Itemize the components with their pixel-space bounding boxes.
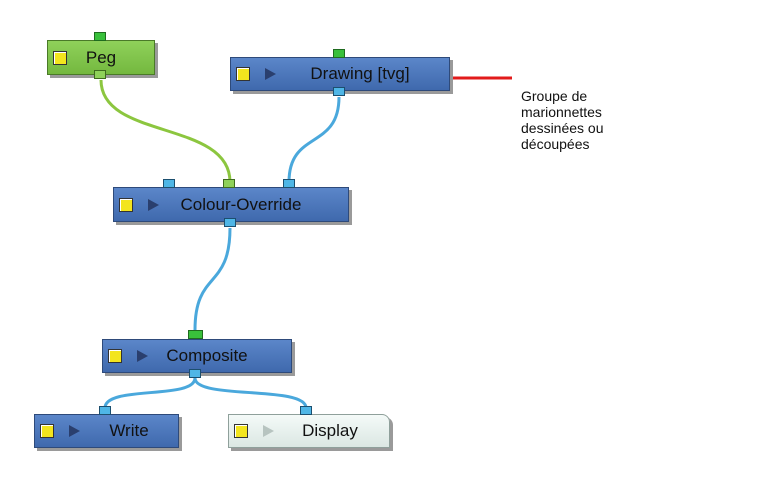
annotation-text: Groupe de marionnettes dessinées ou déco… <box>521 88 671 152</box>
play-arrow-icon[interactable] <box>265 68 276 80</box>
enable-toggle-icon[interactable] <box>40 424 54 438</box>
write-node-label: Write <box>109 421 149 440</box>
annotation-line: marionnettes <box>521 104 602 120</box>
composite-node-label: Composite <box>166 346 248 365</box>
drawing-node-label: Drawing [tvg] <box>310 64 410 83</box>
drawing-node[interactable]: Drawing [tvg] <box>230 57 450 91</box>
enable-toggle-icon[interactable] <box>53 50 67 65</box>
colour-override-node[interactable]: Colour-Override <box>113 187 349 222</box>
cable-composite-to-write[interactable] <box>103 377 197 409</box>
enable-toggle-icon[interactable] <box>236 67 250 81</box>
cable-peg-to-colour-override[interactable] <box>99 79 232 183</box>
drawing-input-port[interactable] <box>333 49 345 58</box>
colour-override-input-port-1[interactable] <box>163 179 175 188</box>
colour-override-input-port-3[interactable] <box>283 179 295 188</box>
composite-output-port[interactable] <box>189 369 201 378</box>
play-arrow-icon[interactable] <box>263 425 274 437</box>
composite-input-port[interactable] <box>188 330 203 339</box>
cable-drawing-to-colour-override[interactable] <box>287 96 341 183</box>
drawing-output-port[interactable] <box>333 87 345 96</box>
peg-output-port[interactable] <box>94 70 106 79</box>
peg-node-label: Peg <box>85 47 117 67</box>
write-node[interactable]: Write <box>34 414 179 448</box>
cable-composite-to-display[interactable] <box>193 377 308 409</box>
colour-override-node-label: Colour-Override <box>180 194 302 214</box>
peg-node[interactable]: Peg <box>47 40 155 75</box>
play-arrow-icon[interactable] <box>137 350 148 362</box>
annotation-line: découpées <box>521 136 590 152</box>
display-node[interactable]: Display <box>228 414 390 448</box>
cable-colour-override-to-composite[interactable] <box>193 227 232 331</box>
play-arrow-icon[interactable] <box>69 425 80 437</box>
colour-override-input-port-2[interactable] <box>223 179 235 188</box>
annotation-line: dessinées ou <box>521 120 604 136</box>
play-arrow-icon[interactable] <box>148 198 159 211</box>
composite-node[interactable]: Composite <box>102 339 292 373</box>
annotation-line: Groupe de <box>521 88 588 104</box>
colour-override-output-port[interactable] <box>224 218 236 227</box>
display-input-port[interactable] <box>300 406 312 415</box>
enable-toggle-icon[interactable] <box>119 197 133 212</box>
write-input-port[interactable] <box>99 406 111 415</box>
display-node-label: Display <box>302 421 358 440</box>
enable-toggle-icon[interactable] <box>108 349 122 363</box>
enable-toggle-icon[interactable] <box>234 424 248 438</box>
peg-input-port[interactable] <box>94 32 106 41</box>
